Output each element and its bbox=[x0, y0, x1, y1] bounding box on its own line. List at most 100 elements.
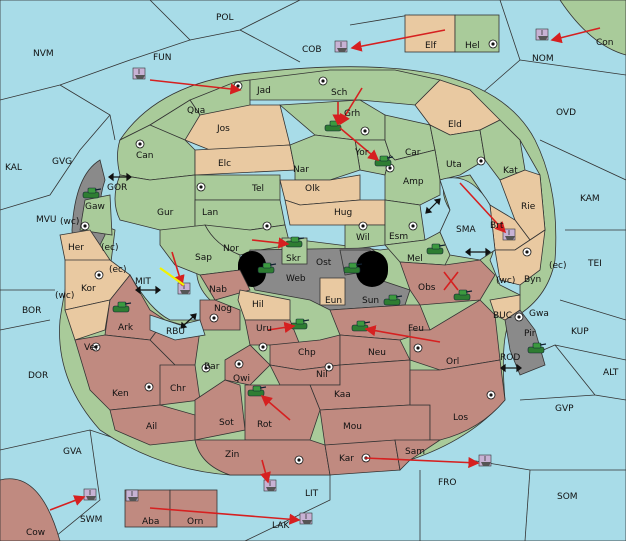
land-label-los: Los bbox=[453, 413, 468, 423]
ship-icon[interactable] bbox=[478, 454, 492, 467]
region-tel[interactable] bbox=[194, 174, 281, 201]
sea-label-pol: POL bbox=[216, 13, 234, 23]
land-label-ark: Ark bbox=[118, 323, 134, 333]
supply-center-dot-icon bbox=[358, 221, 368, 231]
region-sot[interactable] bbox=[194, 379, 246, 441]
region-mou[interactable] bbox=[319, 404, 431, 446]
sea-label-nvm: NVM bbox=[33, 49, 54, 59]
coast-label-wc: (wc) bbox=[60, 217, 79, 227]
supply-center-dot-icon bbox=[209, 313, 219, 323]
coast-label-ec: (ec) bbox=[101, 243, 119, 253]
sea-label-buc: BUC bbox=[493, 311, 512, 321]
ship-icon[interactable] bbox=[125, 489, 139, 502]
sea-label-sma: SMA bbox=[456, 225, 476, 235]
sea-label-dor: DOR bbox=[28, 371, 48, 381]
coast-labels: (wc) (ec) (ec) (wc) (wc) (ec) bbox=[55, 217, 567, 301]
land-label-sun: Sun bbox=[362, 296, 379, 306]
land-label-mel: Mel bbox=[407, 254, 423, 264]
region-eun[interactable] bbox=[319, 277, 346, 306]
supply-center-dot-icon bbox=[234, 359, 244, 369]
green-territories bbox=[114, 69, 546, 286]
land-label-tel: Tel bbox=[251, 184, 264, 194]
land-label-jad: Jad bbox=[256, 86, 271, 96]
land-label-nor: Nor bbox=[223, 244, 239, 254]
ship-icon[interactable] bbox=[334, 40, 348, 53]
region-orl[interactable] bbox=[409, 299, 501, 371]
region-nar[interactable] bbox=[289, 134, 361, 181]
sea-label-mvu: MVU bbox=[36, 215, 57, 225]
region-sma-sea bbox=[439, 177, 496, 261]
land-label-sam: Sam bbox=[405, 447, 425, 457]
sea-label-gvp: GVP bbox=[555, 404, 574, 414]
land-label-gwa: Gwa bbox=[529, 309, 549, 319]
land-label-kat: Kat bbox=[503, 166, 518, 176]
land-label-sch: Sch bbox=[331, 88, 347, 98]
land-label-lan: Lan bbox=[202, 208, 218, 218]
sea-label-lit: LIT bbox=[305, 489, 319, 499]
land-label-wil: Wil bbox=[356, 233, 370, 243]
double-arrow-icon bbox=[500, 363, 522, 373]
sea-label-cob: COB bbox=[302, 45, 322, 55]
region-qwi[interactable] bbox=[224, 344, 271, 386]
land-label-gaw: Gaw bbox=[85, 202, 105, 212]
coast-label-ec: (ec) bbox=[549, 261, 567, 271]
supply-center-dot-icon bbox=[408, 221, 418, 231]
ship-icon[interactable] bbox=[83, 488, 97, 501]
region-sam[interactable] bbox=[394, 439, 442, 471]
double-arrow-icon bbox=[425, 198, 441, 214]
land-label-eun: Eun bbox=[325, 296, 342, 306]
ship-icon[interactable] bbox=[132, 67, 146, 80]
land-label-gur: Gur bbox=[157, 208, 174, 218]
land-label-jos: Jos bbox=[216, 124, 230, 134]
region-amp[interactable] bbox=[384, 149, 441, 206]
land-label-orn: Orn bbox=[187, 517, 203, 527]
land-label-esm: Esm bbox=[389, 232, 408, 242]
convoy-markers bbox=[108, 172, 522, 373]
land-label-amp: Amp bbox=[403, 177, 424, 187]
sea-label-swm: SWM bbox=[80, 515, 102, 525]
region-orn[interactable] bbox=[169, 489, 218, 528]
region-can[interactable] bbox=[117, 124, 196, 181]
region-elc[interactable] bbox=[194, 144, 296, 176]
supply-center-dot-icon bbox=[294, 455, 304, 465]
land-label-brt: Brt bbox=[490, 221, 504, 231]
region-rbu-bay bbox=[149, 314, 206, 341]
region-sap[interactable] bbox=[159, 224, 241, 276]
land-label-hug: Hug bbox=[334, 208, 352, 218]
land-label-ver: Ver bbox=[84, 343, 99, 353]
region-ver[interactable] bbox=[64, 299, 111, 341]
land-label-kor: Kor bbox=[81, 284, 96, 294]
black-hole-west bbox=[238, 251, 266, 287]
region-byn[interactable] bbox=[494, 229, 546, 286]
double-arrow-icon bbox=[180, 313, 197, 329]
land-label-ail: Ail bbox=[146, 422, 157, 432]
land-label-kaa: Kaa bbox=[334, 390, 351, 400]
land-label-hil: Hil bbox=[252, 300, 264, 310]
land-label-nab: Nab bbox=[209, 285, 227, 295]
land-label-chr: Chr bbox=[170, 384, 186, 394]
support-line bbox=[159, 267, 185, 286]
sea-label-kal: KAL bbox=[5, 163, 22, 173]
land-label-olk: Olk bbox=[305, 184, 321, 194]
land-label-uru: Uru bbox=[256, 324, 272, 334]
land-label-bar: Bar bbox=[204, 362, 220, 372]
supply-center-dot-icon bbox=[94, 270, 104, 280]
supply-center-dot-icon bbox=[514, 312, 524, 322]
sea-label-tei: TEI bbox=[587, 259, 602, 269]
region-gwa[interactable] bbox=[489, 294, 521, 321]
land-label-mou: Mou bbox=[343, 422, 362, 432]
land-label-pir: Pir bbox=[524, 329, 536, 339]
sea-label-rbu: RBU bbox=[166, 327, 185, 337]
region-zin[interactable] bbox=[194, 439, 331, 476]
supply-center-dot-icon bbox=[360, 126, 370, 136]
region-nab[interactable] bbox=[199, 269, 251, 301]
ship-icon[interactable] bbox=[535, 28, 549, 41]
ship-icon[interactable] bbox=[299, 512, 313, 525]
ship-icon[interactable] bbox=[263, 479, 277, 492]
land-label-car: Car bbox=[405, 148, 421, 158]
region-obs[interactable] bbox=[399, 259, 496, 306]
land-label-aba: Aba bbox=[142, 517, 159, 527]
sea-label-con: Con bbox=[596, 38, 614, 48]
